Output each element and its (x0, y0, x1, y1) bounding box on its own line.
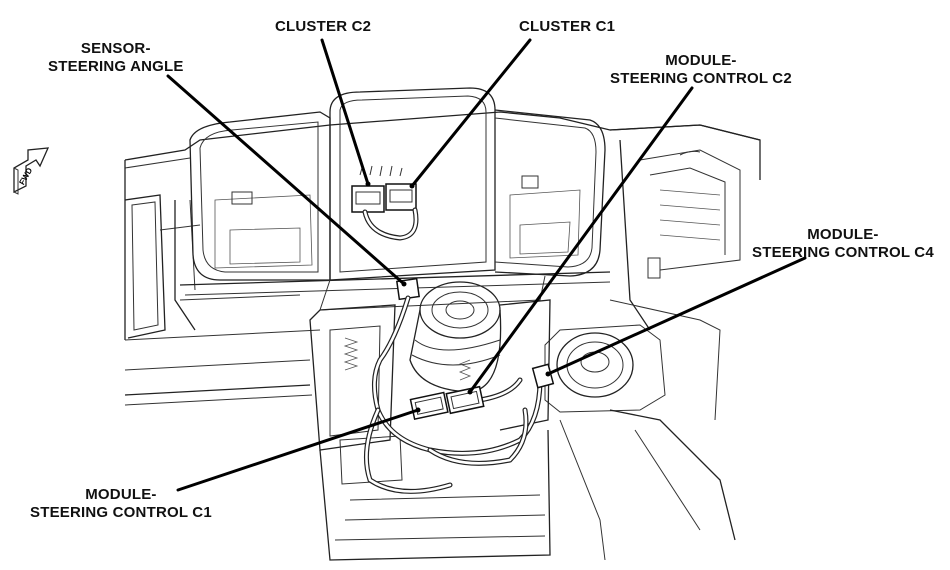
leader-cluster-c1 (410, 38, 532, 188)
fwd-arrow-icon: FWD (13, 147, 50, 195)
leader-lines (166, 38, 807, 492)
wiring-harness (363, 295, 543, 494)
label-msc-c4-line1: MODULE- (807, 226, 879, 243)
cluster-c2-connector (351, 185, 385, 213)
label-cluster-c2-text: CLUSTER C2 (275, 18, 372, 35)
label-msc-c1-line1: MODULE- (85, 486, 157, 503)
module-connector-c4 (531, 363, 555, 389)
cluster-c1-connector (385, 183, 417, 211)
label-module-steering-control-c4: MODULE- STEERING CONTROL C4 (752, 226, 934, 262)
leader-msc-c2 (468, 86, 694, 394)
label-sensor-steering-angle: SENSOR- STEERING ANGLE (48, 40, 184, 76)
label-cluster-c1-text: CLUSTER C1 (519, 18, 616, 35)
fwd-arrow-text: FWD (17, 166, 34, 186)
label-module-steering-control-c2: MODULE- STEERING CONTROL C2 (610, 52, 792, 88)
label-sensor-line2: STEERING ANGLE (48, 58, 184, 75)
label-cluster-c2: CLUSTER C2 (275, 18, 371, 36)
label-sensor-line1: SENSOR- (80, 40, 151, 57)
label-msc-c4-line2: STEERING CONTROL C4 (752, 244, 934, 261)
module-connector-c2 (445, 385, 485, 415)
leader-msc-c4 (546, 256, 807, 376)
module-connector-c1 (409, 391, 449, 420)
label-msc-c2-line1: MODULE- (665, 52, 737, 69)
right-dash-trim (544, 124, 761, 561)
label-module-steering-control-c1: MODULE- STEERING CONTROL C1 (30, 486, 212, 522)
label-msc-c2-line2: STEERING CONTROL C2 (610, 70, 792, 87)
leader-cluster-c2 (320, 38, 370, 186)
label-cluster-c1: CLUSTER C1 (519, 18, 615, 36)
leader-sensor-steering-angle (166, 74, 406, 286)
leader-heads (365, 181, 551, 413)
cluster-bezel (179, 87, 611, 311)
leader-msc-c1 (176, 408, 420, 492)
label-msc-c1-line2: STEERING CONTROL C1 (30, 504, 212, 521)
cluster-connectors (351, 165, 419, 241)
steering-column (309, 281, 551, 561)
